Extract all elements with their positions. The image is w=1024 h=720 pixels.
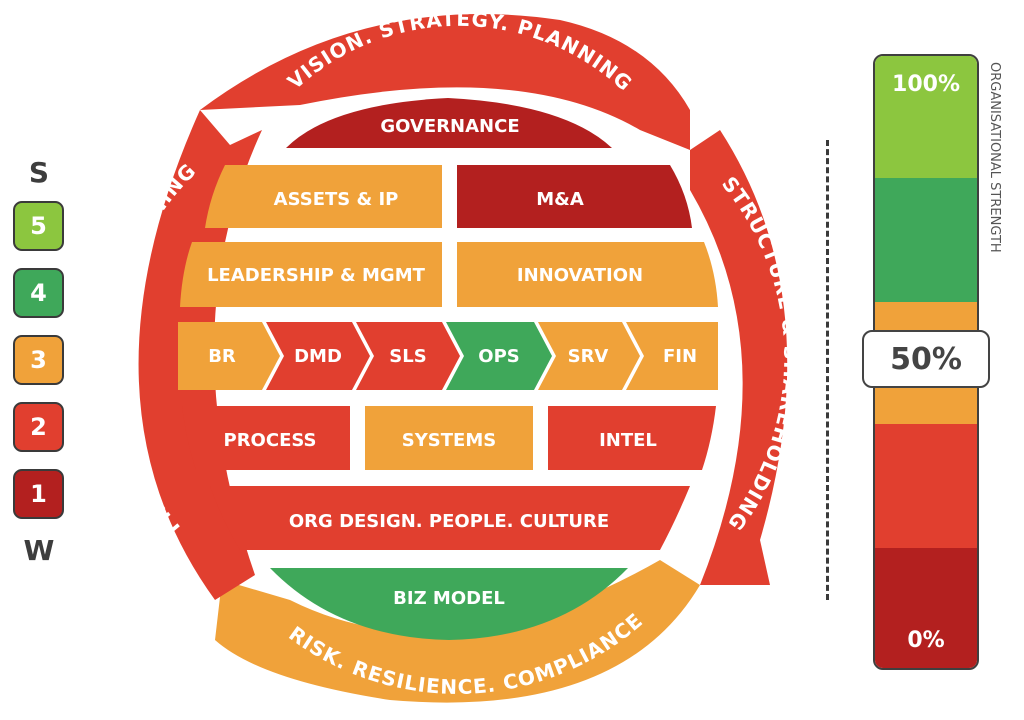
legend-level-5: 5	[13, 201, 64, 251]
strength-bottom-label: 0%	[907, 628, 945, 653]
block-leadership	[180, 242, 442, 307]
strength-band-4	[875, 178, 977, 302]
chain-br-label: BR	[208, 346, 236, 367]
block-governance	[286, 98, 612, 148]
strength-title-text: ORGANISATIONAL STRENGTH	[987, 62, 1002, 253]
block-systems	[365, 406, 533, 470]
chain-srv	[538, 322, 640, 390]
block-governance-label: GOVERNANCE	[380, 116, 519, 137]
block-assets-label: ASSETS & IP	[274, 189, 399, 210]
block-process	[182, 406, 350, 470]
block-leadership-label: LEADERSHIP & MGMT	[207, 265, 426, 286]
strength-mid-badge: 50%	[862, 330, 990, 388]
block-intel	[548, 406, 716, 470]
chain-fin	[626, 322, 718, 390]
block-bizmodel	[270, 568, 628, 640]
chain-ops-label: OPS	[478, 346, 519, 367]
block-systems-label: SYSTEMS	[402, 430, 496, 451]
strength-band-2	[875, 424, 977, 548]
legend-level-1: 1	[13, 469, 64, 519]
legend-level-2: 2	[13, 402, 64, 452]
chain-br	[178, 322, 280, 390]
strength-top-label: 100%	[892, 72, 960, 97]
block-ma-label: M&A	[536, 189, 584, 210]
chain-fin-label: FIN	[663, 346, 697, 367]
strength-band-5	[875, 56, 977, 178]
ring-arc-top	[200, 14, 690, 150]
chain-srv-label: SRV	[568, 346, 609, 367]
chain-dmd-label: DMD	[294, 346, 342, 367]
strength-band-1	[875, 548, 977, 668]
chain-sls-label: SLS	[389, 346, 426, 367]
block-process-label: PROCESS	[224, 430, 317, 451]
block-ma	[457, 165, 692, 228]
legend-level-3: 3	[13, 335, 64, 385]
legend-weak-label: W	[23, 534, 55, 567]
block-org	[210, 486, 690, 550]
block-assets	[205, 165, 442, 228]
block-org-label: ORG DESIGN. PEOPLE. CULTURE	[289, 511, 609, 532]
block-intel-label: INTEL	[599, 430, 657, 451]
legend-level-4: 4	[13, 268, 64, 318]
block-innovation	[457, 242, 718, 307]
dashed-divider	[826, 140, 830, 600]
block-innovation-label: INNOVATION	[517, 265, 643, 286]
legend-strong-label: S	[28, 156, 50, 189]
chain-sls	[356, 322, 460, 390]
chain-dmd	[266, 322, 370, 390]
block-bizmodel-label: BIZ MODEL	[393, 588, 505, 609]
ring-arc-right	[690, 130, 788, 585]
strength-axis-title: ORGANISATIONAL STRENGTH	[987, 62, 1002, 253]
chain-ops	[446, 322, 552, 390]
